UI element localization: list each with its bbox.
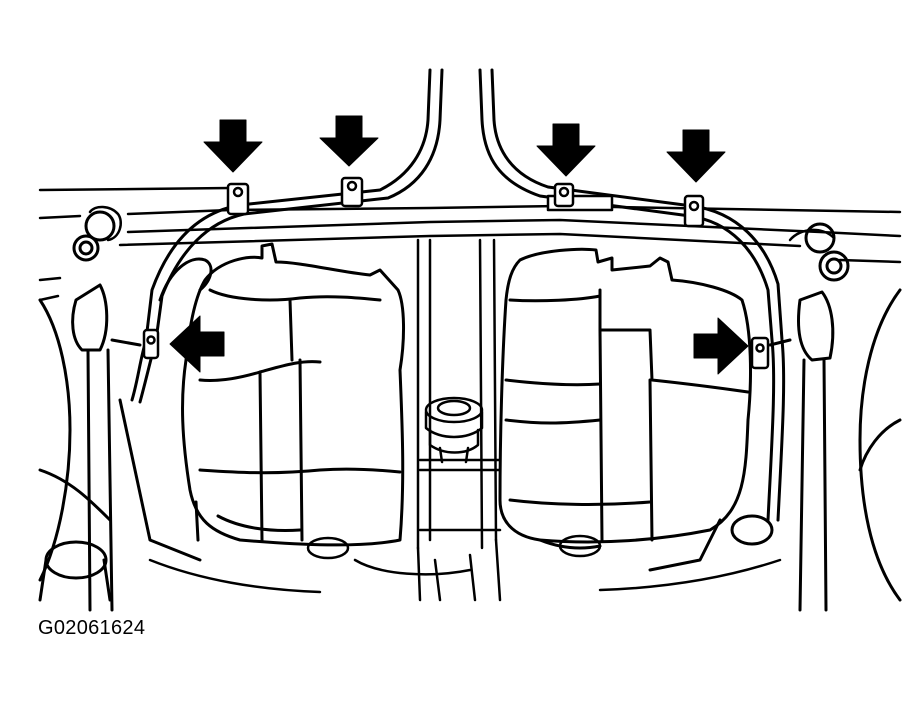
clamp (142, 328, 160, 360)
arrow-icon (666, 129, 726, 183)
filler-neck (424, 396, 484, 464)
arrow-icon (319, 115, 379, 167)
clamp (226, 182, 250, 216)
line-clamps (142, 176, 770, 370)
arrow-icon (693, 317, 749, 375)
lower-details (148, 534, 782, 594)
left-fuel-tank (181, 242, 405, 547)
callout-arrows (169, 115, 749, 375)
center-tunnel (353, 238, 502, 602)
figure-id-code: G02061624 (38, 617, 146, 639)
clamp (683, 194, 705, 228)
fuel-lines (130, 68, 786, 522)
clamp (340, 176, 364, 208)
right-fuel-tank (498, 247, 752, 550)
arrow-icon (169, 315, 225, 373)
left-suspension (38, 210, 202, 612)
arrow-icon (203, 119, 263, 173)
frame-crossmember (38, 186, 902, 302)
arrow-icon (536, 123, 596, 177)
clamp (546, 182, 614, 212)
right-suspension (648, 222, 902, 612)
clamp (750, 336, 770, 370)
